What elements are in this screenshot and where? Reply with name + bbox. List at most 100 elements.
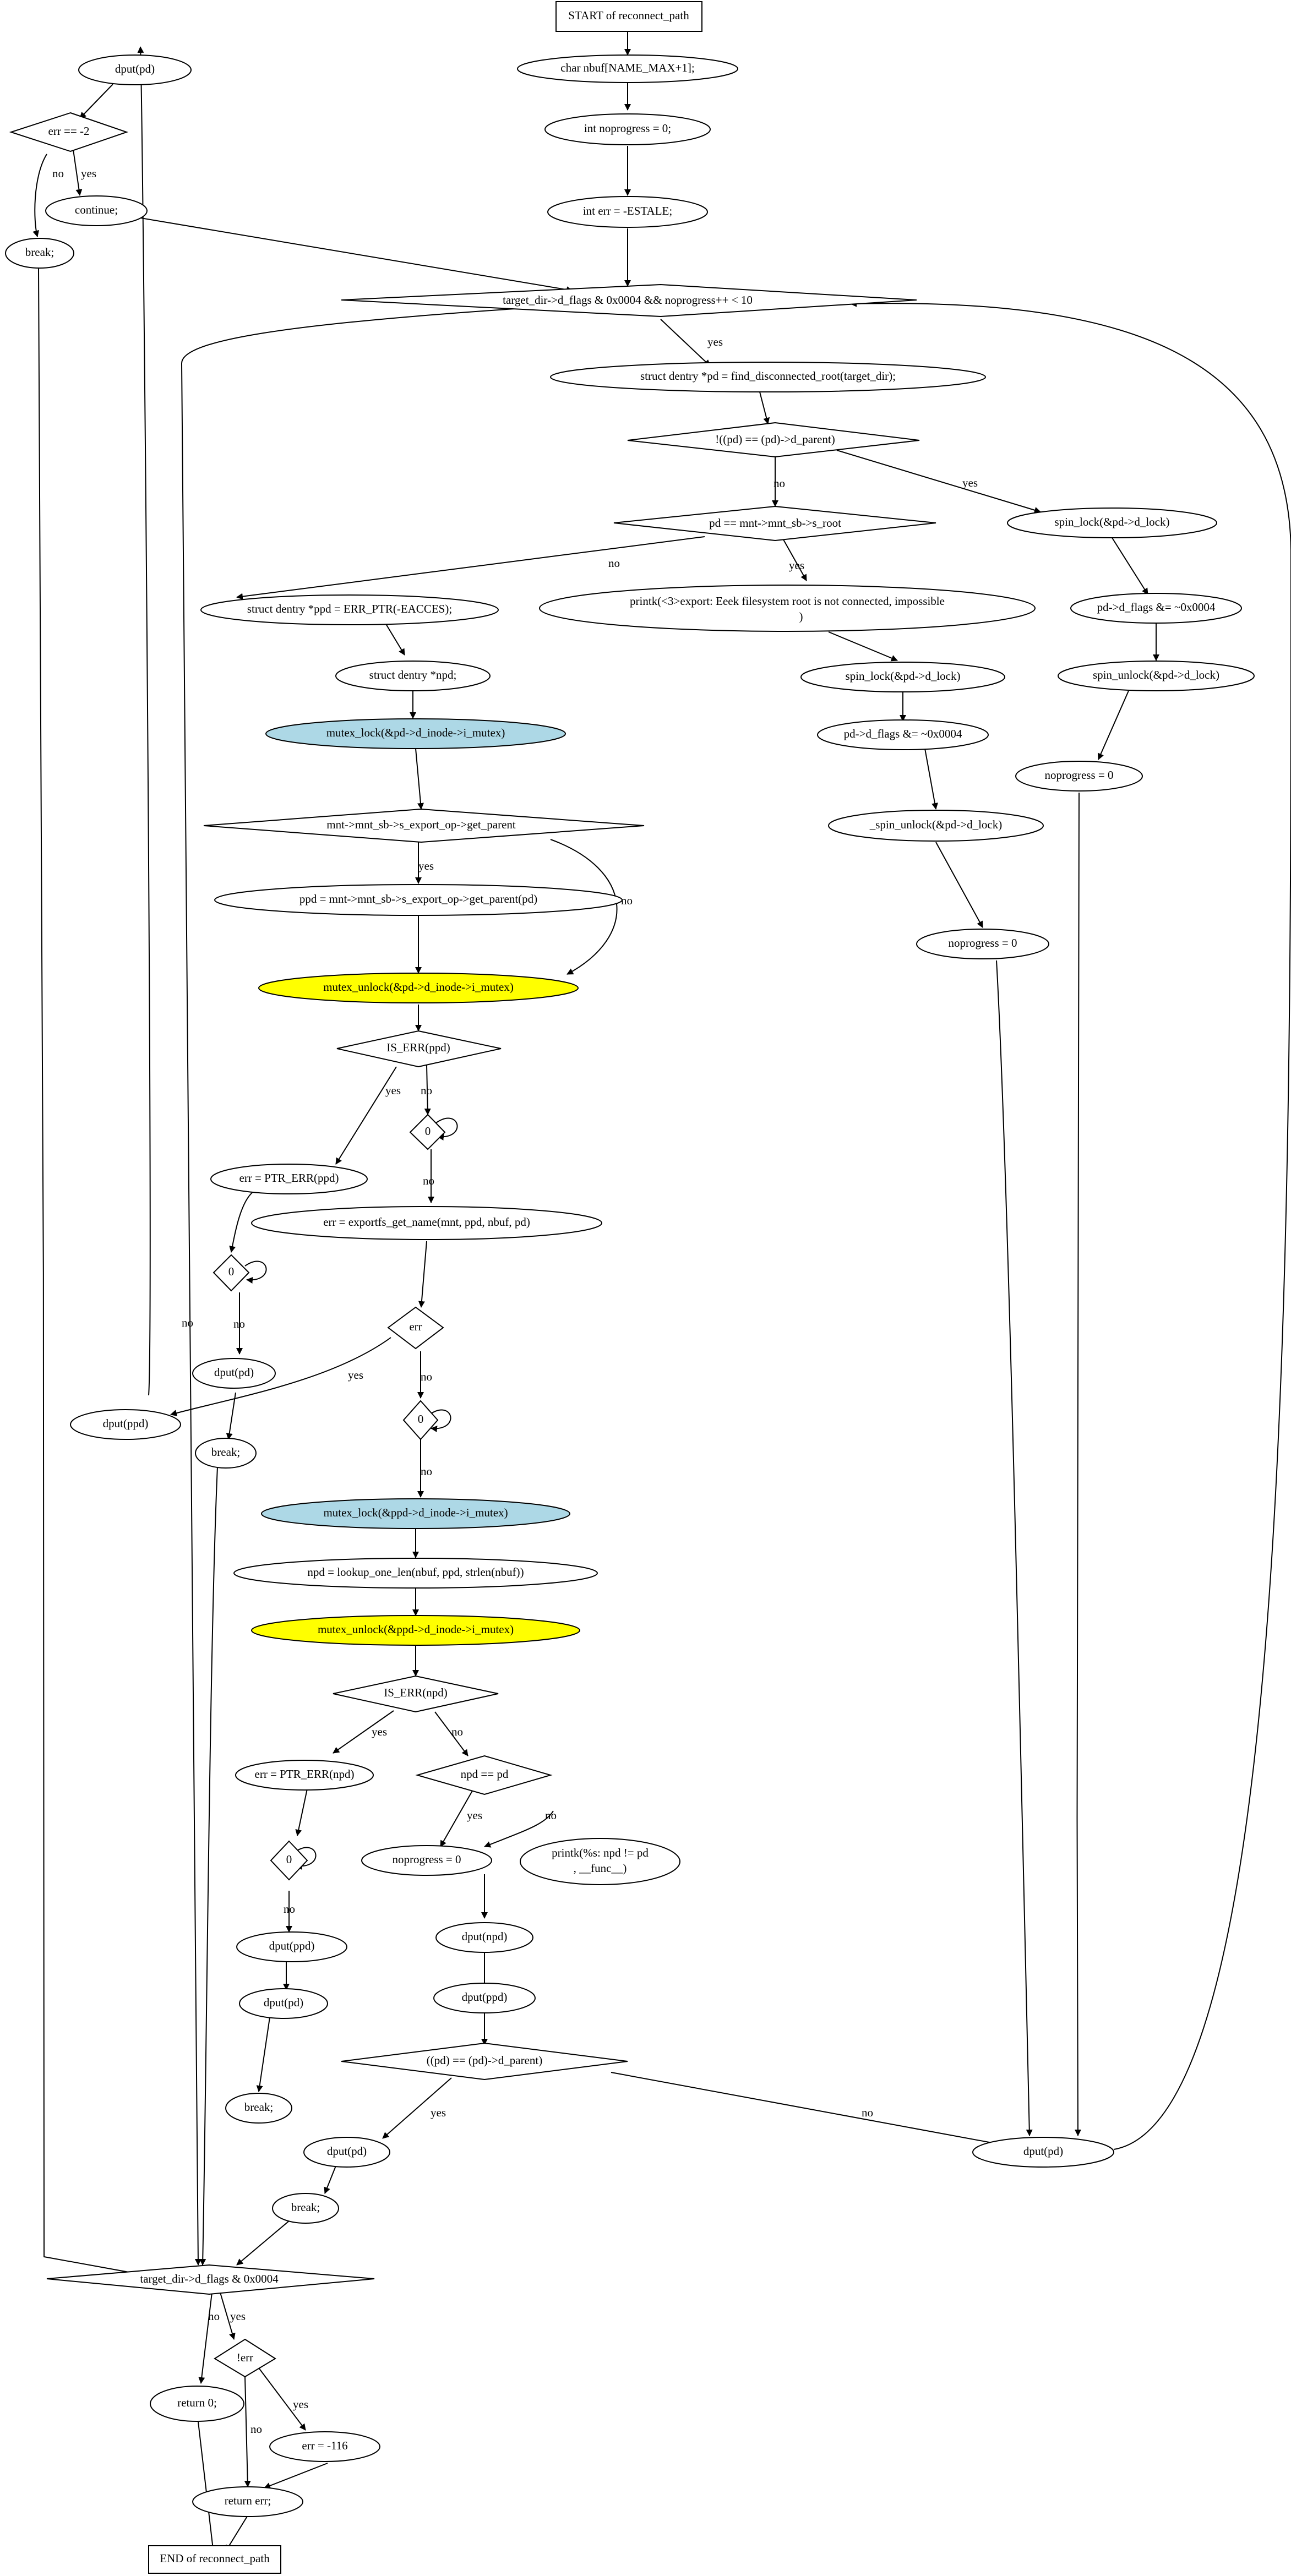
edge (72, 145, 83, 196)
edge-labels: yes no yes no yes yes no yes no no no ye… (52, 167, 978, 2436)
node-dput-pd-2: dput(pd) (239, 1988, 328, 2019)
node-exportfs-get-name: err = exportfs_get_name(mnt, ppd, nbuf, … (251, 1206, 602, 1240)
svg-text:char nbuf[NAME_MAX+1];: char nbuf[NAME_MAX+1]; (560, 61, 694, 74)
node-break-3: break; (272, 2193, 339, 2224)
node-dput-npd: dput(npd) (435, 1922, 533, 1953)
edge (229, 1191, 254, 1253)
edge (244, 1260, 267, 1284)
node-break-1: break; (195, 1438, 257, 1469)
svg-text:spin_unlock(&pd->d_lock): spin_unlock(&pd->d_lock) (1093, 668, 1219, 681)
edge (1112, 537, 1148, 595)
edge (415, 748, 424, 810)
edge-label-yes: yes (372, 1725, 387, 1738)
svg-text:err = PTR_ERR(ppd): err = PTR_ERR(ppd) (239, 1171, 339, 1185)
edge-label-yes: yes (418, 859, 434, 872)
edge (418, 1241, 427, 1308)
node-int-noprogress: int noprogress = 0; (544, 113, 711, 145)
svg-text:return 0;: return 0; (177, 2396, 217, 2409)
node-spin-unlock-mid: _spin_unlock(&pd->d_lock) (828, 810, 1044, 842)
svg-text:mutex_lock(&ppd->d_inode->i_mu: mutex_lock(&ppd->d_inode->i_mutex) (323, 1506, 508, 1519)
decision-final-flags: target_dir->d_flags & 0x0004 (46, 2264, 375, 2295)
decision-is-root-again: ((pd) == (pd)->d_parent) (341, 2042, 628, 2081)
svg-text:npd = lookup_one_len(nbuf, ppd: npd = lookup_one_len(nbuf, ppd, strlen(n… (307, 1565, 524, 1579)
start-node: START of reconnect_path (555, 1, 702, 32)
edge-label-no: no (423, 1174, 434, 1187)
svg-text:pd->d_flags &= ~0x0004: pd->d_flags &= ~0x0004 (844, 727, 962, 740)
svg-text:_spin_unlock(&pd->d_lock): _spin_unlock(&pd->d_lock) (869, 818, 1002, 831)
edge (32, 154, 47, 237)
node-continue: continue; (45, 195, 148, 226)
svg-text:((pd) == (pd)->d_parent): ((pd) == (pd)->d_parent) (427, 2054, 542, 2067)
svg-text:struct dentry *ppd = ERR_PTR(-: struct dentry *ppd = ERR_PTR(-EACCES); (247, 602, 452, 615)
decision-is-err-npd: IS_ERR(npd) (333, 1675, 499, 1713)
svg-text:int err = -ESTALE;: int err = -ESTALE; (583, 204, 672, 217)
node-lookup-one-len: npd = lookup_one_len(nbuf, ppd, strlen(n… (233, 1558, 598, 1589)
edge-label-no: no (182, 1316, 193, 1329)
edge (429, 1409, 451, 1432)
edge (256, 2017, 270, 2092)
svg-text:target_dir->d_flags & 0x0004 &: target_dir->d_flags & 0x0004 && noprogre… (503, 293, 753, 307)
svg-text:dput(pd): dput(pd) (327, 2144, 367, 2158)
decision-zero-4: 0 (270, 1840, 308, 1881)
node-noprogress-reset-right: noprogress = 0 (1015, 761, 1143, 792)
edge (79, 84, 113, 119)
edge (660, 319, 711, 367)
svg-text:break;: break; (25, 245, 54, 259)
node-npd-decl: struct dentry *npd; (335, 661, 491, 691)
node-noprogress-reset-mid: noprogress = 0 (916, 929, 1049, 959)
edge (1097, 690, 1129, 760)
edges (32, 31, 1291, 2555)
edge (611, 2072, 1014, 2149)
nodes: START of reconnect_path char nbuf[NAME_M… (5, 1, 1255, 2574)
node-char-nbuf: char nbuf[NAME_MAX+1]; (517, 54, 738, 83)
edge (324, 2165, 336, 2194)
edge-label-yes: yes (962, 476, 978, 489)
decision-loop-condition: target_dir->d_flags & 0x0004 && noprogre… (341, 283, 917, 318)
edge (850, 300, 1291, 2150)
end-node: END of reconnect_path (148, 2545, 281, 2574)
svg-text:dput(pd): dput(pd) (1023, 2144, 1063, 2158)
svg-text:err == -2: err == -2 (48, 124, 90, 138)
node-find-disconnected-root: struct dentry *pd = find_disconnected_ro… (550, 362, 986, 392)
svg-text:noprogress = 0: noprogress = 0 (949, 936, 1017, 949)
svg-text:npd == pd: npd == pd (461, 1767, 509, 1781)
node-dput-ppd-2: dput(ppd) (236, 1931, 347, 1962)
edge (1074, 792, 1081, 2136)
svg-text:0: 0 (418, 1412, 424, 1426)
edge (236, 2220, 290, 2266)
node-dput-ppd-left: dput(ppd) (70, 1409, 181, 1440)
svg-text:dput(npd): dput(npd) (462, 1930, 508, 1943)
svg-text:): ) (799, 610, 803, 623)
svg-text:printk(%s: npd != pd: printk(%s: npd != pd (552, 1846, 649, 1859)
edge-label-yes: yes (293, 2398, 308, 2411)
node-dput-pd-right: dput(pd) (972, 2137, 1114, 2168)
decision-zero-1: 0 (409, 1114, 446, 1150)
edge (759, 391, 770, 424)
svg-text:err = PTR_ERR(npd): err = PTR_ERR(npd) (255, 1767, 355, 1781)
svg-text:struct dentry *pd = find_disco: struct dentry *pd = find_disconnected_ro… (640, 369, 896, 383)
svg-text:mutex_unlock(&pd->d_inode->i_m: mutex_unlock(&pd->d_inode->i_mutex) (323, 980, 514, 994)
svg-text:target_dir->d_flags & 0x0004: target_dir->d_flags & 0x0004 (140, 2272, 279, 2285)
node-err-ptr-err-npd: err = PTR_ERR(npd) (235, 1760, 374, 1791)
svg-text:noprogress = 0: noprogress = 0 (393, 1853, 461, 1866)
svg-text:dput(ppd): dput(ppd) (103, 1417, 149, 1430)
svg-text:IS_ERR(ppd): IS_ERR(ppd) (386, 1041, 450, 1054)
svg-text:dput(pd): dput(pd) (264, 1996, 303, 2009)
node-return-0: return 0; (150, 2386, 244, 2422)
edge (104, 211, 573, 293)
node-mutex-lock-ppd: mutex_lock(&ppd->d_inode->i_mutex) (261, 1498, 570, 1529)
edge (484, 1810, 554, 1848)
edge (181, 308, 524, 2266)
edge-label-yes: yes (81, 167, 96, 180)
edge (924, 748, 938, 810)
svg-text:dput(ppd): dput(ppd) (269, 1939, 315, 1952)
decision-mnt-root: pd == mnt->mnt_sb->s_root (613, 505, 936, 542)
svg-text:err = -116: err = -116 (302, 2439, 347, 2452)
edge (996, 960, 1033, 2136)
svg-text:dput(pd): dput(pd) (214, 1366, 254, 1379)
edge (333, 1710, 394, 1754)
edge-label-no: no (773, 477, 785, 490)
decision-zero-2: 0 (213, 1254, 250, 1292)
decision-err: err (387, 1306, 444, 1350)
edge-label-yes: yes (385, 1084, 401, 1097)
